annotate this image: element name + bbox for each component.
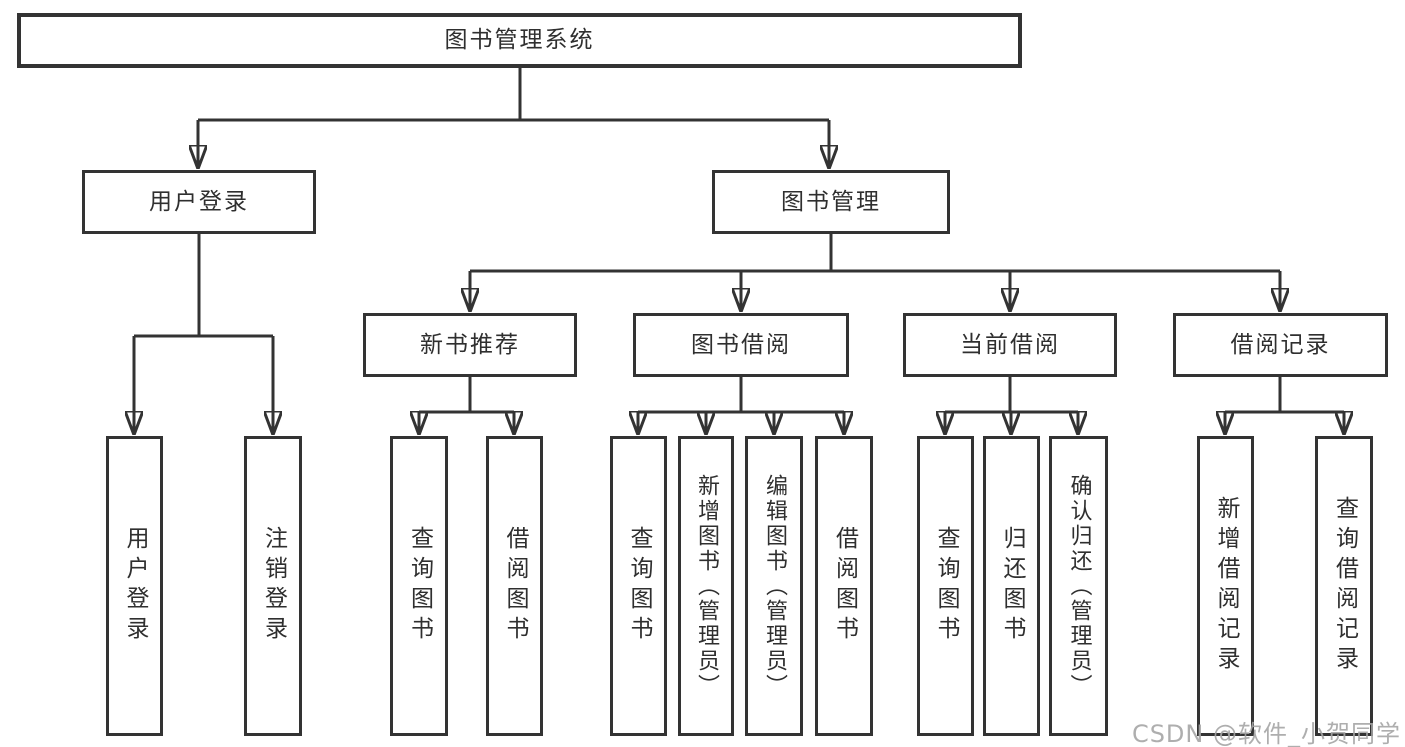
leaf-add-borrow-record: 新增借阅记录	[1197, 436, 1254, 736]
node-label: 编辑图书（管理员）	[762, 473, 787, 699]
node-label: 当前借阅	[960, 331, 1060, 358]
node-label: 查询图书	[406, 526, 433, 646]
node-label: 新增借阅记录	[1213, 496, 1239, 676]
node-label: 查询图书	[933, 526, 959, 646]
leaf-logout: 注销登录	[244, 436, 302, 736]
node-label: 图书借阅	[691, 331, 791, 358]
leaf-query-books-2: 查询图书	[610, 436, 667, 736]
connector-current	[945, 377, 1078, 414]
node-label: 图书管理	[781, 188, 881, 215]
connector-records	[1225, 377, 1344, 414]
node-label: 查询图书	[626, 526, 652, 646]
node-label: 注销登录	[260, 526, 287, 646]
node-borrowing-records: 借阅记录	[1173, 313, 1388, 377]
node-label: 查询借阅记录	[1331, 496, 1358, 676]
leaf-borrow-books-2: 借阅图书	[815, 436, 873, 736]
node-system-root: 图书管理系统	[17, 13, 1022, 68]
node-label: 新书推荐	[420, 331, 520, 358]
connector-book-mgmt	[470, 234, 1280, 273]
csdn-watermark: CSDN @软件_小贺同学	[1131, 720, 1401, 747]
leaf-user-login: 用户登录	[106, 436, 163, 736]
connector-borrowing	[638, 377, 844, 414]
leaf-query-borrow-record: 查询借阅记录	[1315, 436, 1373, 736]
connector-root	[198, 68, 829, 122]
leaf-confirm-return-admin: 确认归还（管理员）	[1049, 436, 1108, 736]
leaf-edit-books-admin: 编辑图书（管理员）	[745, 436, 803, 736]
leaf-query-books-3: 查询图书	[917, 436, 974, 736]
node-book-management: 图书管理	[712, 170, 950, 234]
connector-user-login	[134, 233, 273, 338]
connector-new-books	[419, 377, 514, 414]
node-label: 借阅记录	[1230, 331, 1331, 358]
leaf-query-books-1: 查询图书	[390, 436, 448, 736]
leaf-borrow-books-1: 借阅图书	[486, 436, 543, 736]
node-label: 图书管理系统	[444, 27, 595, 53]
node-book-borrowing: 图书借阅	[633, 313, 849, 377]
node-label: 确认归还（管理员）	[1066, 473, 1092, 699]
node-label: 归还图书	[999, 526, 1025, 646]
node-current-borrowing: 当前借阅	[903, 313, 1117, 377]
node-new-book-recommend: 新书推荐	[363, 313, 577, 377]
leaf-add-books-admin: 新增图书（管理员）	[678, 436, 734, 736]
node-user-login: 用户登录	[82, 170, 316, 234]
node-label: 借阅图书	[831, 526, 858, 646]
node-label: 新增图书（管理员）	[694, 473, 719, 699]
node-label: 借阅图书	[502, 526, 528, 646]
node-label: 用户登录	[149, 188, 249, 215]
leaf-return-books: 归还图书	[983, 436, 1040, 736]
node-label: 用户登录	[122, 526, 148, 646]
